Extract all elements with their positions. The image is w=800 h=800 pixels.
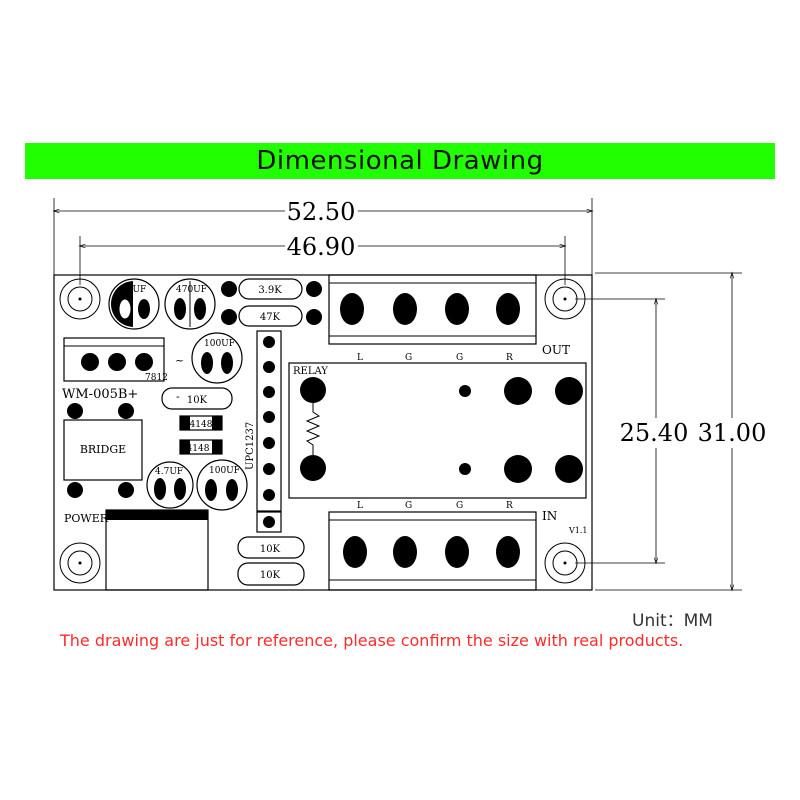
in-pin-3: G xyxy=(456,501,463,511)
outer-width-label: 52.50 xyxy=(287,198,356,226)
out-label: OUT xyxy=(542,343,570,357)
out-pin-2: G xyxy=(405,353,412,363)
capacitor-c1-label: 10UF xyxy=(121,285,146,295)
in-pin-1: L xyxy=(357,501,363,511)
resistor-r2-label: 47K xyxy=(260,312,281,323)
dimension-hole-height: 25.40 xyxy=(575,297,689,565)
unit-label: Unit：MM xyxy=(632,611,713,631)
diode-d1: 4148 xyxy=(179,415,223,431)
in-label: IN xyxy=(542,509,557,523)
regulator-7812: 7812 xyxy=(63,337,168,383)
diode-d2: 4148 xyxy=(179,439,223,455)
ac-symbol: ~ xyxy=(175,354,184,367)
resistor-r1-label: 3.9K xyxy=(258,285,282,296)
ic-label: UPC1237 xyxy=(245,422,256,470)
in-pin-4: R xyxy=(506,501,513,511)
pcb-outline xyxy=(53,274,593,591)
pad xyxy=(221,309,237,325)
resistor-r3: 10K xyxy=(161,387,233,410)
dimension-outer-height: 31.00 xyxy=(595,271,767,592)
regulator-label: 7812 xyxy=(145,373,168,383)
ic-upc1237: UPC1237 xyxy=(245,330,282,533)
bridge-label: BRIDGE xyxy=(80,443,126,456)
out-pin-4: R xyxy=(506,353,513,363)
resistor-r3-label: 10K xyxy=(187,395,208,406)
title-banner: Dimensional Drawing xyxy=(25,143,775,179)
resistor-r2: 47K xyxy=(238,305,303,327)
capacitor-c2: 470UF xyxy=(164,278,216,330)
capacitor-c4-label: 4.7UF xyxy=(155,467,183,477)
resistor-r4-label: 10K xyxy=(260,544,281,555)
relay-label: RELAY xyxy=(293,366,328,377)
capacitor-c5-label: 100UF xyxy=(209,466,240,476)
resistor-r5-label: 10K xyxy=(260,570,281,581)
capacitor-c3: 100UF xyxy=(191,332,243,384)
capacitor-c4: 4.7UF xyxy=(146,461,194,509)
resistor-r5: 10K xyxy=(237,562,305,586)
capacitor-c5: 100UF xyxy=(196,459,248,511)
power-connector: POWER xyxy=(64,509,209,591)
capacitor-c1: 10UF xyxy=(108,278,160,330)
mounting-hole-top-right xyxy=(544,278,586,320)
terminal-out: L G G R OUT xyxy=(328,274,570,363)
resistor-r4: 10K xyxy=(237,536,305,559)
mounting-hole-top-left xyxy=(59,278,101,320)
out-pin-1: L xyxy=(357,353,363,363)
outer-height-label: 31.00 xyxy=(698,419,767,447)
out-pin-3: G xyxy=(456,353,463,363)
diode-d1-label: 4148 xyxy=(190,420,213,430)
capacitor-c3-label: 100UF xyxy=(204,339,235,349)
resistor-r1: 3.9K xyxy=(238,278,303,300)
version-label: V1.1 xyxy=(568,526,588,535)
hole-width-label: 46.90 xyxy=(287,233,356,261)
relay: RELAY xyxy=(288,362,587,499)
capacitor-c2-label: 470UF xyxy=(176,285,207,295)
terminal-in: L G G R IN V1.1 xyxy=(328,501,588,591)
pad xyxy=(306,309,322,325)
in-pin-2: G xyxy=(405,501,412,511)
dimension-hole-width: 46.90 xyxy=(78,233,567,285)
dimension-outer-width: 52.50 xyxy=(52,198,594,275)
page-title: Dimensional Drawing xyxy=(256,146,544,176)
hole-height-label: 25.40 xyxy=(620,419,689,447)
pad xyxy=(221,281,237,297)
disclaimer-text: The drawing are just for reference, plea… xyxy=(60,631,684,650)
board-model-label: WM-005B+ xyxy=(62,387,138,402)
power-label: POWER xyxy=(64,512,109,525)
mounting-hole-bottom-left xyxy=(59,542,101,584)
diode-d2-label: 4148 xyxy=(187,444,210,454)
mounting-hole-bottom-right xyxy=(544,542,586,584)
bridge-rectifier: BRIDGE xyxy=(63,403,143,498)
pad xyxy=(306,281,322,297)
dc-symbol: - xyxy=(176,390,180,403)
